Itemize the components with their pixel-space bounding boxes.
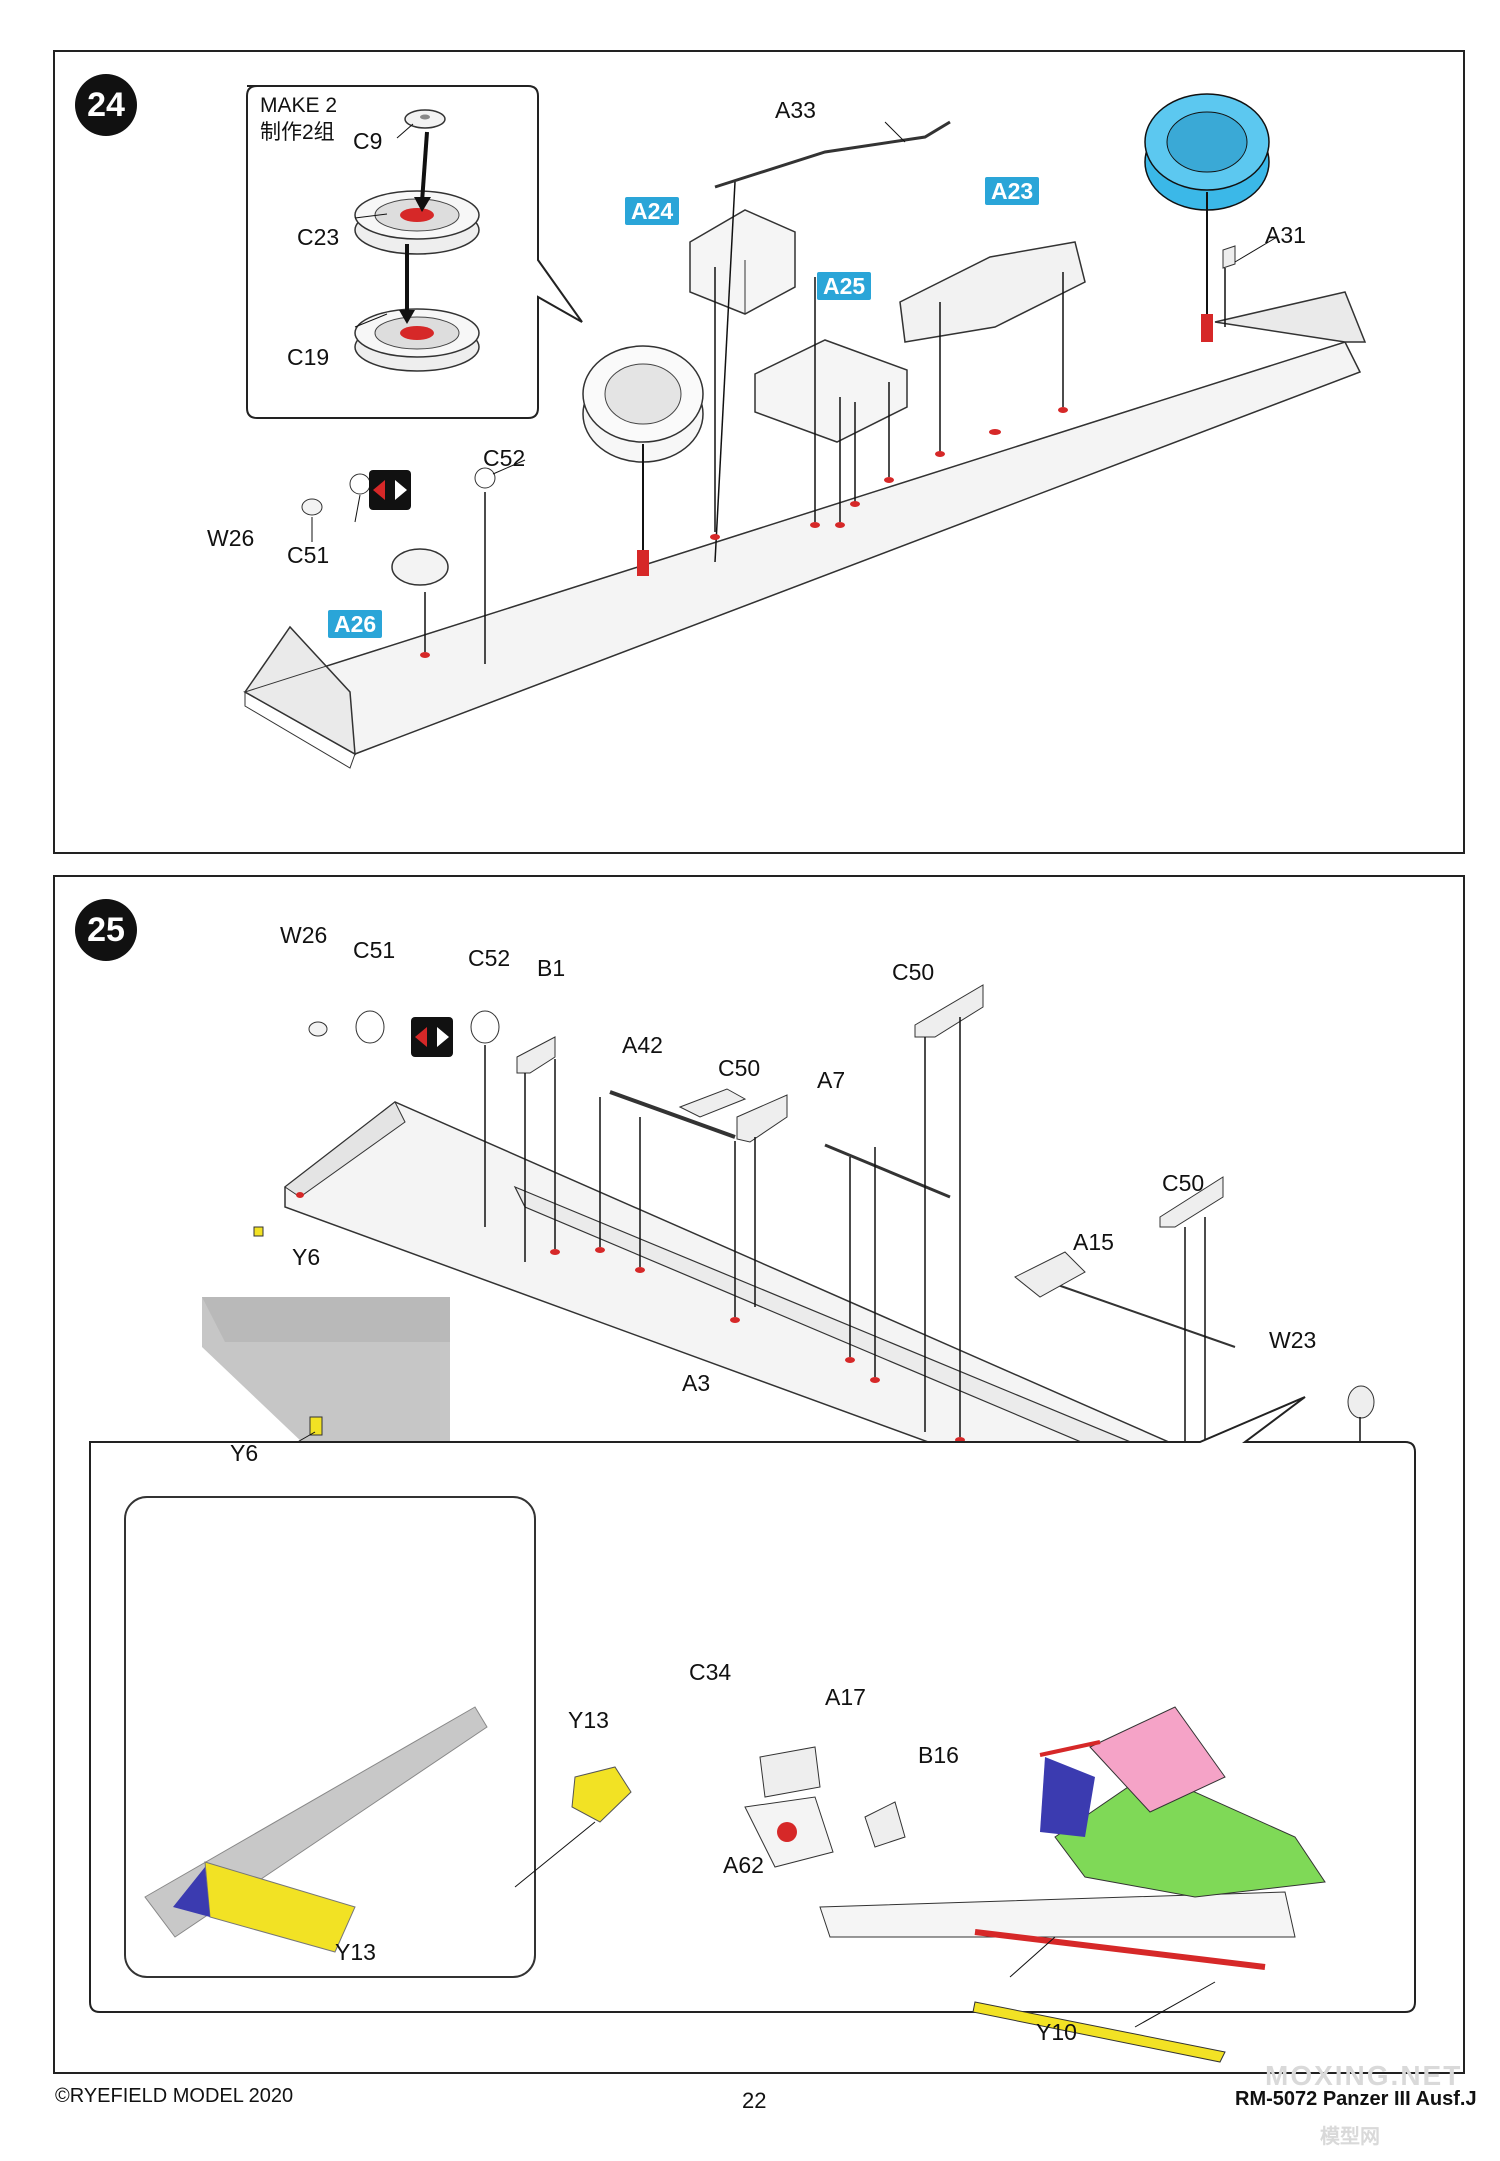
label-y13: Y13 [568,1707,609,1733]
label-a62: A62 [723,1852,764,1878]
label-c9: C9 [353,128,383,154]
step-number-25: 25 [75,899,137,961]
label-a42: A42 [622,1032,663,1058]
label-c52: C52 [483,445,526,471]
label-c19: C19 [287,344,330,370]
label-c52: C52 [468,945,511,971]
watermark: MOXING.NET [1265,2060,1463,2091]
label-a17: A17 [825,1684,866,1710]
step-24-drawing [243,85,1367,769]
watermark-sub: 模型网 [1320,2126,1380,2148]
product-code: RM-5072 Panzer III Ausf.J [1235,2088,1477,2110]
make-count-en: MAKE 2 [260,94,338,117]
label-c34: C34 [689,1659,732,1685]
label-w23: W23 [1269,1327,1317,1353]
label-y10: Y10 [1036,2019,1077,2045]
label-w26: W26 [280,922,328,948]
step-25-panel: 25 [53,875,1465,2074]
label-c50-top: C50 [892,959,935,985]
label-a26: A26 [328,610,383,638]
flip-arrows-icon [411,1017,453,1057]
copyright: ©RYEFIELD MODEL 2020 [55,2085,294,2107]
label-a15: A15 [1073,1229,1114,1255]
step-25-drawing [89,984,1416,2063]
label-c23: C23 [297,224,340,250]
flip-arrows-icon [369,470,411,510]
step-number-24: 24 [75,74,137,136]
page-number: 22 [742,2088,767,2113]
label-y6-inset: Y6 [230,1440,259,1466]
label-b16: B16 [918,1742,959,1768]
label-a24: A24 [625,197,680,225]
label-a7: A7 [817,1067,846,1093]
label-a31: A31 [1265,222,1306,248]
make-count-cn: 制作2组 [260,121,335,144]
label-w26: W26 [207,525,255,551]
label-c51: C51 [287,542,330,568]
step-24-panel: 24 [53,50,1465,854]
label-a25: A25 [817,272,872,300]
label-a33: A33 [775,97,816,123]
label-y13-inset: Y13 [335,1939,376,1965]
label-c50-right: C50 [1162,1170,1205,1196]
label-c51: C51 [353,937,396,963]
label-c50-mid: C50 [718,1055,761,1081]
label-b1: B1 [537,955,566,981]
label-y6: Y6 [292,1244,321,1270]
label-a3: A3 [682,1370,711,1396]
label-a23: A23 [985,177,1040,205]
